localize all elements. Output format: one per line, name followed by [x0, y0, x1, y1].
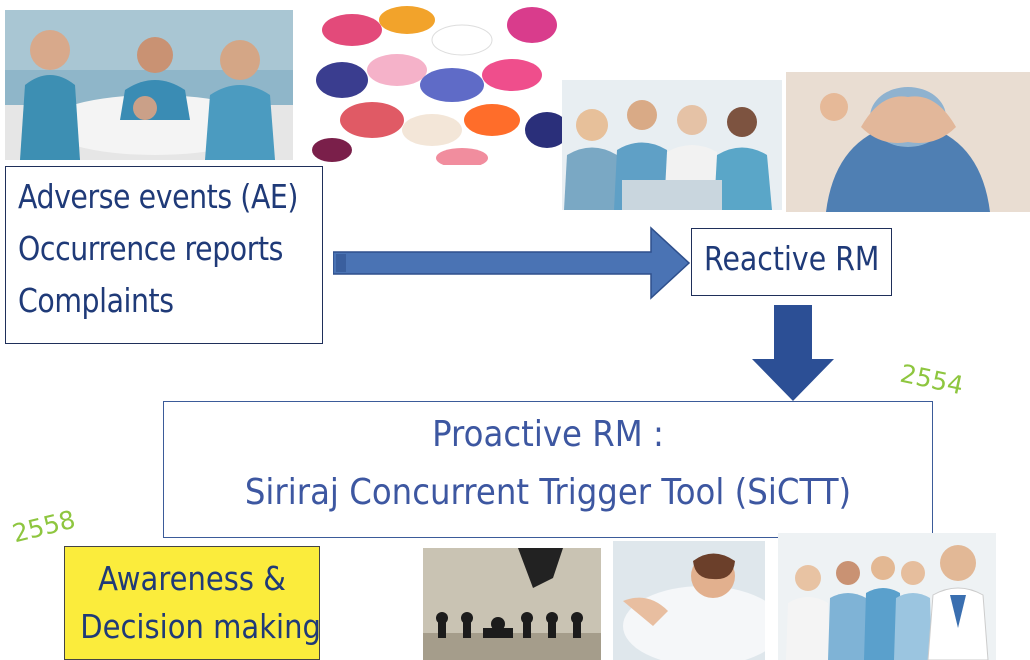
reactive-rm-box: Reactive RM	[691, 228, 892, 296]
awareness-box: Awareness & Decision making	[64, 546, 321, 660]
proactive-rm-box: Proactive RM : Siriraj Concurrent Trigge…	[163, 401, 933, 538]
distressed-nurse-photo	[786, 72, 1030, 212]
doctors-meeting-photo	[562, 80, 782, 210]
year-2558-label: 2558	[9, 504, 79, 549]
reactive-rm-label: Reactive RM	[704, 239, 880, 278]
occurrence-reports-label: Occurrence reports	[18, 229, 284, 268]
medical-team-stretcher-photo	[5, 10, 293, 160]
adverse-events-label: Adverse events (AE)	[18, 177, 299, 216]
chess-pieces-photo	[423, 548, 601, 660]
year-2554-label: 2554	[897, 358, 966, 401]
proactive-rm-title: Proactive RM :	[432, 414, 664, 455]
complaints-label: Complaints	[18, 281, 174, 320]
decision-making-label: Decision making	[80, 607, 321, 646]
patient-in-bed-photo	[613, 541, 765, 660]
down-arrow	[752, 305, 834, 401]
sictt-title: Siriraj Concurrent Trigger Tool (SiCTT)	[244, 472, 852, 513]
right-arrow	[333, 226, 691, 300]
colorful-pills-photo	[312, 0, 564, 165]
awareness-label: Awareness &	[98, 559, 286, 598]
smiling-medical-staff-photo	[778, 533, 996, 660]
source-events-box: Adverse events (AE) Occurrence reports C…	[5, 166, 323, 344]
